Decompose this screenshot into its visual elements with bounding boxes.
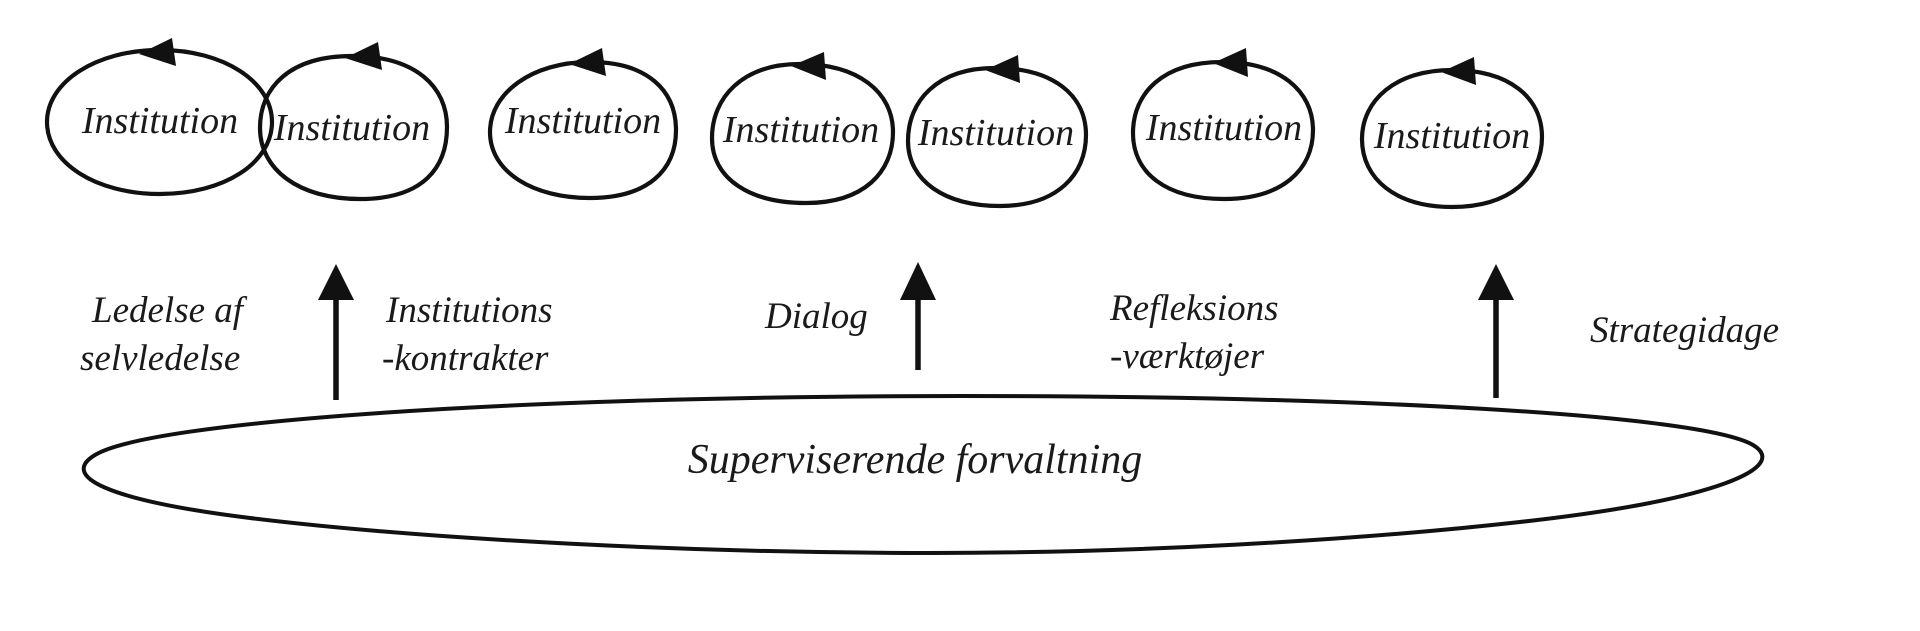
connector-label-2-line1: Institutions bbox=[385, 290, 553, 331]
self-loop-arrow-icon bbox=[139, 38, 176, 66]
institution-node-3[interactable]: Institution bbox=[487, 48, 679, 201]
self-loop-arrow-icon bbox=[1441, 57, 1476, 85]
connector-label-3: Dialog bbox=[764, 296, 868, 337]
platform-label: Superviserende forvaltning bbox=[688, 437, 1143, 483]
connector-label-5: Strategidage bbox=[1590, 310, 1779, 351]
institution-label-1: Institution bbox=[81, 100, 238, 142]
institution-ellipse-7 bbox=[1359, 67, 1545, 210]
institution-ellipse-6 bbox=[1130, 59, 1316, 202]
self-loop-arrow-icon bbox=[1213, 48, 1248, 77]
connector-label-3-line1: Dialog bbox=[764, 296, 868, 337]
institution-node-4[interactable]: Institution bbox=[709, 52, 896, 206]
arrow-1 bbox=[318, 264, 354, 400]
connector-label-1-line1: Ledelse af bbox=[91, 290, 248, 331]
arrow-2 bbox=[900, 262, 936, 370]
institution-node-7[interactable]: Institution bbox=[1359, 57, 1545, 210]
arrow-3 bbox=[1478, 264, 1514, 398]
institution-ellipse-5 bbox=[905, 65, 1089, 209]
arrow-1-head bbox=[318, 264, 354, 300]
institution-ellipse-2 bbox=[257, 53, 450, 202]
institution-node-2[interactable]: Institution bbox=[257, 42, 450, 202]
institution-node-5[interactable]: Institution bbox=[905, 55, 1089, 209]
institution-label-5: Institution bbox=[917, 112, 1074, 154]
institution-label-3: Institution bbox=[504, 100, 661, 142]
self-loop-arrow-icon bbox=[345, 42, 382, 70]
institution-label-7: Institution bbox=[1373, 115, 1530, 157]
self-loop-arrow-icon bbox=[569, 48, 606, 76]
institution-label-4: Institution bbox=[722, 109, 879, 151]
institution-label-2: Institution bbox=[273, 107, 430, 149]
connector-label-5-line1: Strategidage bbox=[1590, 310, 1779, 351]
institution-node-1[interactable]: Institution bbox=[44, 38, 275, 197]
arrow-3-head bbox=[1478, 264, 1514, 300]
institution-ellipse-4 bbox=[709, 61, 896, 206]
connector-label-2-line2: -kontrakter bbox=[382, 338, 549, 379]
connector-label-1: Ledelse af selvledelse bbox=[80, 290, 248, 379]
connector-label-2: Institutions -kontrakter bbox=[382, 290, 553, 379]
connector-label-4-line1: Refleksions bbox=[1109, 288, 1279, 329]
institution-node-6[interactable]: Institution bbox=[1130, 48, 1316, 202]
platform-ellipse bbox=[81, 393, 1765, 556]
arrow-2-head bbox=[900, 262, 936, 300]
connector-label-4-line2: -værktøjer bbox=[1110, 336, 1265, 377]
connector-label-4: Refleksions -værktøjer bbox=[1109, 288, 1279, 377]
self-loop-arrow-icon bbox=[985, 55, 1020, 83]
supervising-administration-node[interactable]: Superviserende forvaltning bbox=[81, 393, 1765, 556]
institution-label-6: Institution bbox=[1145, 107, 1302, 149]
institution-ellipse-1 bbox=[44, 47, 275, 197]
institution-ellipse-3 bbox=[487, 59, 679, 201]
connector-label-1-line2: selvledelse bbox=[80, 338, 240, 379]
self-loop-arrow-icon bbox=[791, 52, 826, 80]
